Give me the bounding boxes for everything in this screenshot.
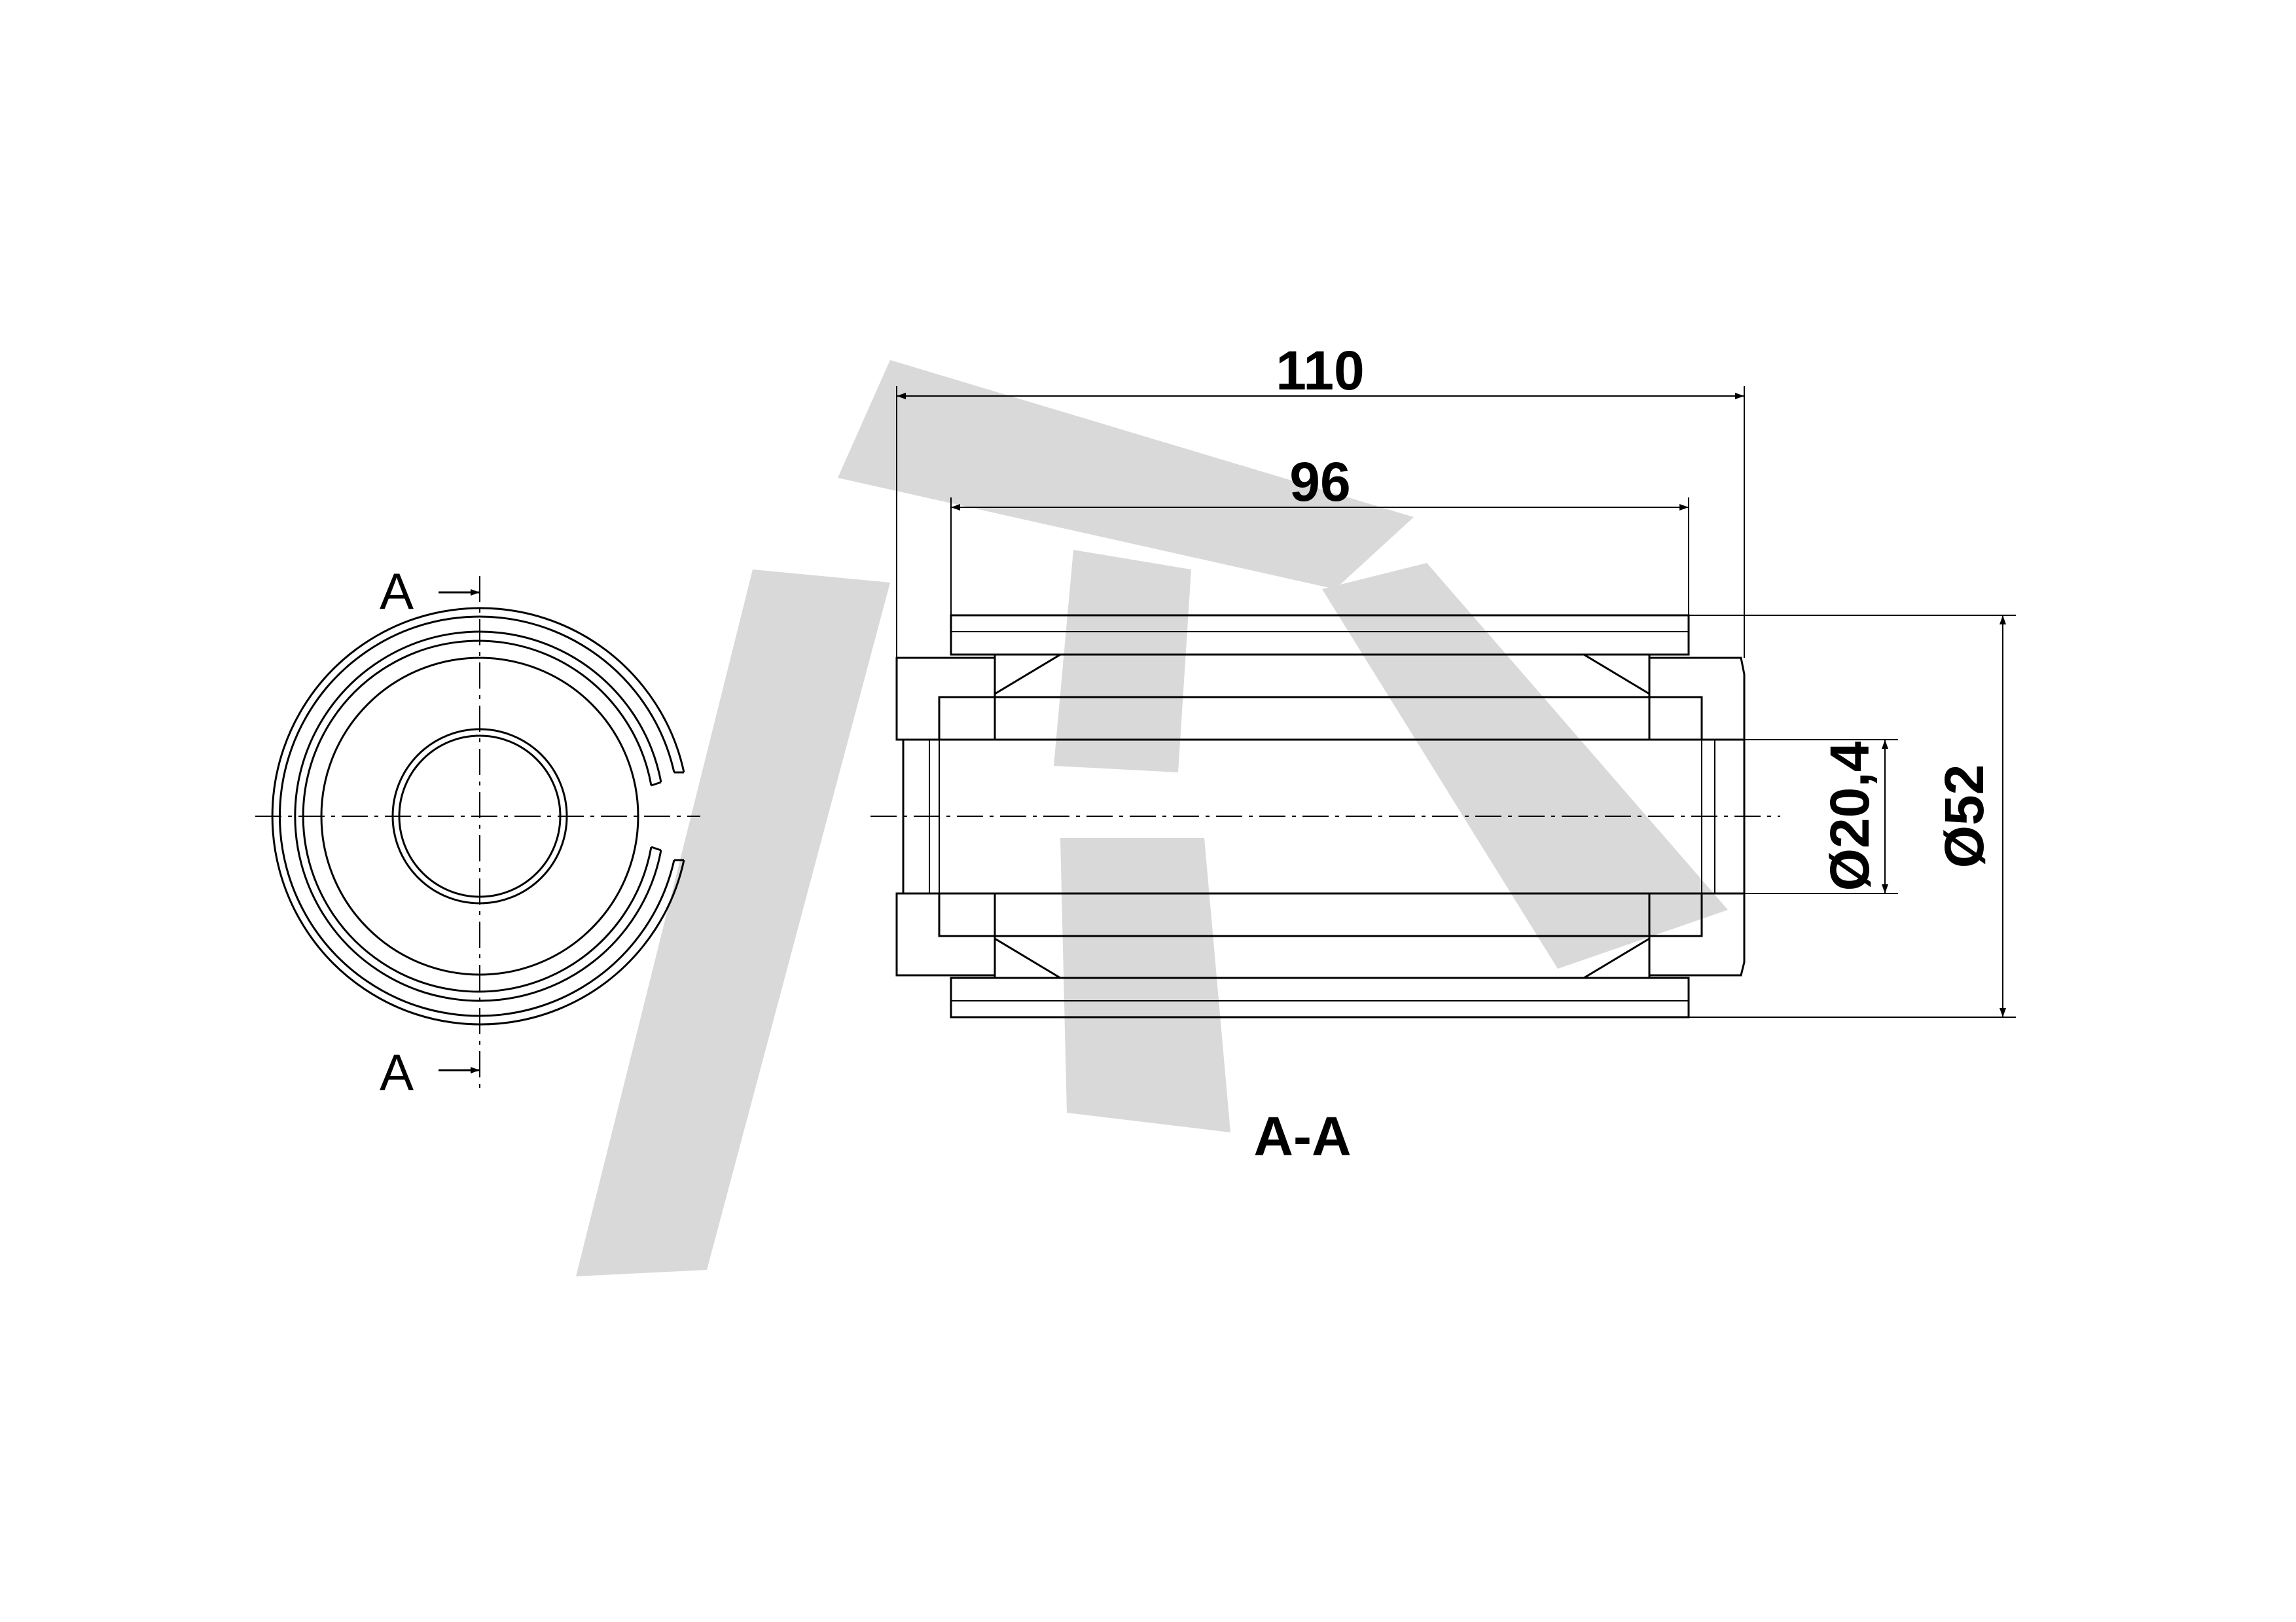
section-title: A-A <box>1253 1106 1351 1167</box>
section-view: A-A <box>870 614 1780 1167</box>
section-marker-bottom: A <box>380 1043 414 1101</box>
outer-ring-2 <box>279 615 675 1017</box>
middle-ring-1 <box>294 630 662 1002</box>
bore <box>902 738 1746 895</box>
outer-sleeve-top <box>950 614 1690 656</box>
section-marker-top: A <box>380 562 414 620</box>
dim-overall-length: 110 <box>1276 340 1365 401</box>
outer-sleeve-bottom <box>950 977 1690 1018</box>
middle-ring-2 <box>302 640 653 993</box>
outer-ring-3 <box>674 771 684 861</box>
end-view: A A <box>255 562 700 1101</box>
outer-ring-1 <box>271 607 685 1026</box>
dim-inner-length: 96 <box>1289 451 1350 513</box>
right-flange-top <box>1648 657 1746 741</box>
dimensions: 110 96 Ø20,4 Ø52 <box>896 340 2016 1018</box>
dim-outer-diameter: Ø52 <box>1933 765 1995 869</box>
bore-outer <box>391 728 568 905</box>
inner-ring <box>320 657 639 976</box>
watermark-logo <box>576 360 1728 1276</box>
dim-bore-diameter: Ø20,4 <box>1819 741 1880 891</box>
left-flange-top <box>895 657 996 741</box>
bore-inner <box>398 734 562 898</box>
left-flange-bottom <box>895 892 996 977</box>
inner-tube-top <box>938 696 1703 741</box>
